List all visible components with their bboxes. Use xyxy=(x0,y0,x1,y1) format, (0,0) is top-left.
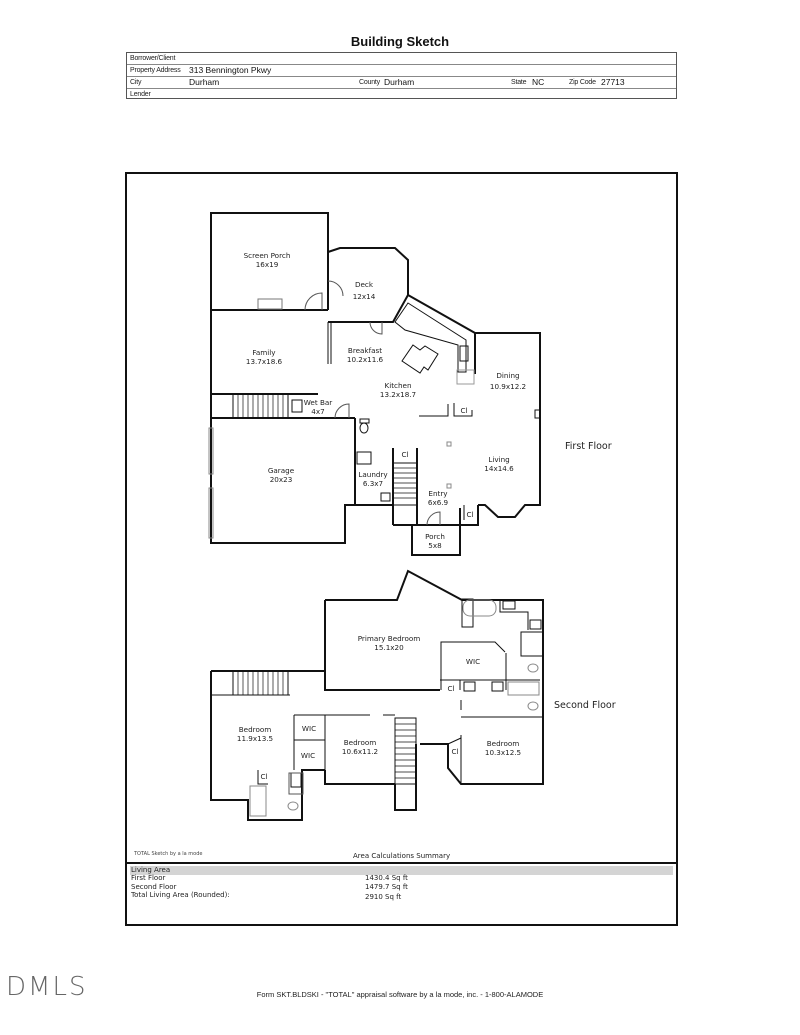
room-name: Deck xyxy=(354,280,374,289)
summary-row-value: 2910 Sq ft xyxy=(365,893,402,901)
dmls-watermark: DMLS xyxy=(6,972,88,1002)
room-dims: 11.9x13.5 xyxy=(236,734,274,743)
screen-porch-walls xyxy=(210,212,329,418)
room-name: Bedroom xyxy=(238,725,272,734)
room-name: Dining xyxy=(496,371,520,380)
city-row: City Durham County Durham State NC Zip C… xyxy=(127,77,676,89)
property-header-table: Borrower/Client Property Address 313 Ben… xyxy=(126,52,677,99)
room-dims: 4x7 xyxy=(311,407,325,416)
room-name: Wet Bar xyxy=(303,398,333,407)
summary-row-value: 1430.4 Sq ft xyxy=(365,874,408,882)
room-dims: 20x23 xyxy=(269,475,293,484)
page-title: Building Sketch xyxy=(350,34,450,49)
summary-row-value: 1479.7 Sq ft xyxy=(365,883,408,891)
room-name: Family xyxy=(252,348,276,357)
city-label: City xyxy=(130,79,142,86)
address-row: Property Address 313 Bennington Pkwy xyxy=(127,65,676,77)
lender-row: Lender xyxy=(127,89,676,100)
room-dims: 5x8 xyxy=(428,541,442,550)
summary-row-label: Second Floor xyxy=(131,883,177,891)
room-deck: Deck 12x14 xyxy=(353,279,376,303)
room-dims: 13.7x18.6 xyxy=(245,357,283,366)
room-name: Primary Bedroom xyxy=(357,634,421,643)
state-label: State xyxy=(511,79,527,86)
lender-label: Lender xyxy=(130,91,151,98)
borrower-label: Borrower/Client xyxy=(130,55,176,62)
room-name: Bedroom xyxy=(486,739,520,748)
address-value: 313 Bennington Pkwy xyxy=(189,65,272,75)
room-wic-1: WIC xyxy=(301,724,317,733)
room-dims: 13.2x18.7 xyxy=(379,390,417,399)
sketch-frame xyxy=(125,172,678,926)
sketch-credit: TOTAL Sketch by a la mode xyxy=(134,851,203,857)
summary-divider xyxy=(127,862,676,864)
room-dining: Dining 10.9x12.2 xyxy=(490,370,526,392)
room-name: Breakfast xyxy=(347,346,383,355)
county-label: County xyxy=(359,79,380,86)
room-name: Porch xyxy=(425,532,445,541)
state-value: NC xyxy=(532,77,545,87)
room-wic-primary: WIC xyxy=(465,657,481,666)
closet-label: Cl xyxy=(451,747,459,756)
second-floor-label: Second Floor xyxy=(554,700,616,711)
form-footer: Form SKT.BLDSKI - "TOTAL" appraisal soft… xyxy=(256,990,544,999)
room-name: Kitchen xyxy=(384,381,412,390)
first-floor-label: First Floor xyxy=(565,441,612,452)
city-value: Durham xyxy=(189,77,220,87)
closet-label: Cl xyxy=(260,772,268,781)
zip-value: 27713 xyxy=(601,77,625,87)
room-dims: 10.3x12.5 xyxy=(484,748,522,757)
closet-label: Cl xyxy=(466,510,474,519)
room-name: Entry xyxy=(428,489,448,498)
closet-label: Cl xyxy=(447,684,455,693)
room-name: Garage xyxy=(267,466,295,475)
living-area-band xyxy=(130,866,673,875)
borrower-row: Borrower/Client xyxy=(127,53,676,65)
room-dims: 12x14 xyxy=(352,292,376,301)
room-name: Laundry xyxy=(358,470,388,479)
summary-title: Area Calculations Summary xyxy=(353,852,451,860)
room-name: Living xyxy=(488,455,510,464)
room-dims: 14x14.6 xyxy=(484,464,514,473)
room-name: Bedroom xyxy=(343,738,377,747)
room-dims: 10.9x12.2 xyxy=(489,382,527,391)
room-dims: 15.1x20 xyxy=(374,643,404,652)
room-wic-2: WIC xyxy=(300,751,316,760)
living-area-heading: Living Area xyxy=(131,866,171,874)
county-value: Durham xyxy=(384,77,415,87)
zip-label: Zip Code xyxy=(569,79,596,86)
room-dims: 6x6.9 xyxy=(427,498,449,507)
summary-row-label: Total Living Area (Rounded): xyxy=(131,891,230,899)
closet-label: Cl xyxy=(401,450,409,459)
room-dims: 6.3x7 xyxy=(362,479,384,488)
address-label: Property Address xyxy=(130,67,181,74)
closet-label: Cl xyxy=(460,406,468,415)
room-dims: 10.6x11.2 xyxy=(341,747,379,756)
summary-row-label: First Floor xyxy=(131,874,166,882)
room-dims: 16x19 xyxy=(255,260,279,269)
room-dims: 10.2x11.6 xyxy=(346,355,384,364)
room-name: Screen Porch xyxy=(243,251,291,260)
